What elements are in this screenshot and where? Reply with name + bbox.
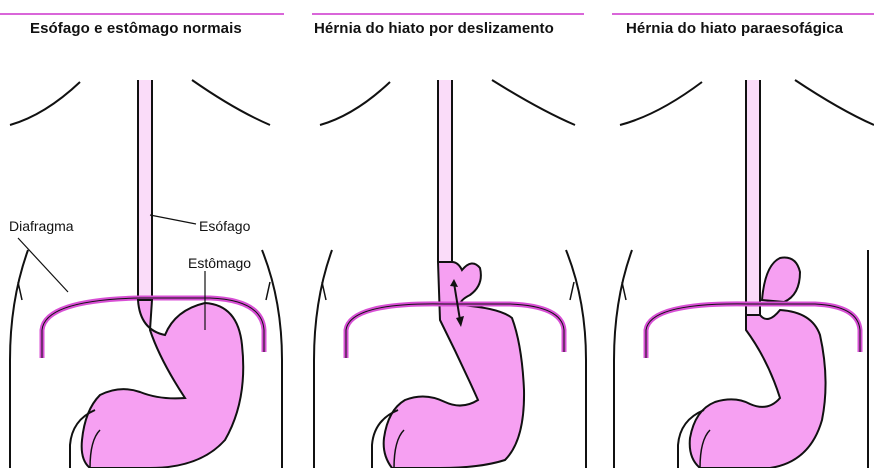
stomach-shape [82,300,244,468]
label-stomach: Estômago [187,255,252,271]
panel-paraesophageal-hernia: Hérnia do hiato paraesofágica [600,0,874,468]
anatomy-illustration-sliding [300,0,590,468]
label-esophagus: Esófago [198,218,251,234]
label-diaphragm: Diafragma [8,218,75,234]
panel-normal: Esófago e estômago normais Diafragma Esó… [0,0,290,468]
panel-sliding-hernia: Hérnia do hiato por deslizamento [300,0,590,468]
anatomy-illustration-paraesophageal [600,0,874,468]
anatomy-illustration-normal [0,0,290,468]
